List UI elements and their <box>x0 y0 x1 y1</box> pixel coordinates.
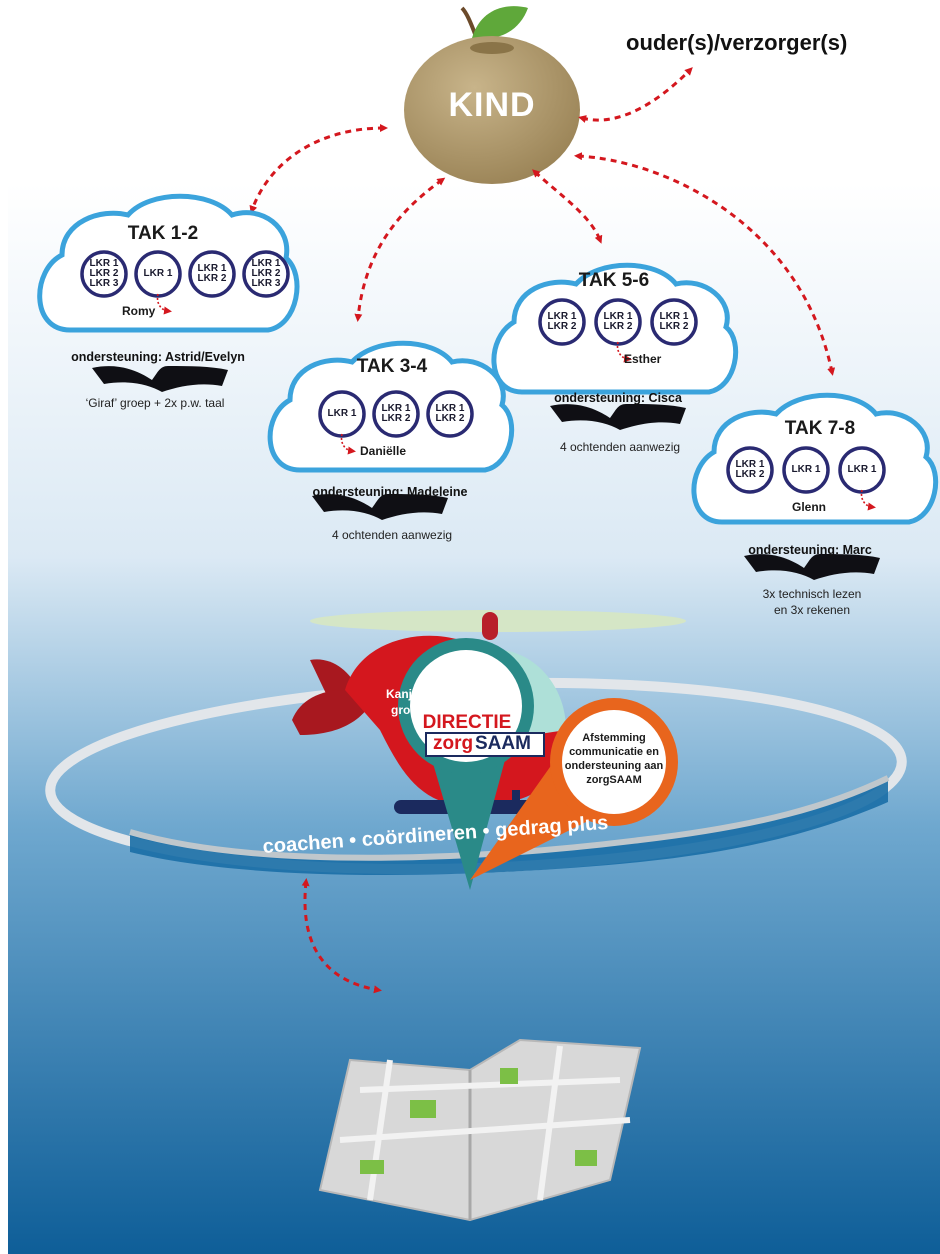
teacher-list: LKR 1 <box>328 409 357 419</box>
hands-tak12 <box>92 366 228 392</box>
teacher-list: LKR 1 <box>792 465 821 475</box>
teacher-label: LKR 2 <box>603 321 633 332</box>
teacher-circle <box>726 446 774 494</box>
helicopter-label: Kanjertraining groep 1 tm 6 <box>386 686 467 718</box>
teacher-label: LKR 1 <box>603 311 633 322</box>
afstemming-label: Afstemming communicatie en ondersteuning… <box>564 732 664 786</box>
support-person-name: Daniëlle <box>360 444 407 458</box>
arrow-kind-tak78 <box>574 152 836 376</box>
teacher-circle <box>80 250 128 298</box>
teacher-label: LKR 1 <box>251 258 281 269</box>
teacher-circle <box>372 390 420 438</box>
brand-zorg: zorg <box>433 733 474 754</box>
support-person-name: Glenn <box>792 500 827 514</box>
kind-label: KIND <box>448 86 536 124</box>
arrow-kind-parents <box>578 67 693 123</box>
teacher-label: LKR 1 <box>547 311 577 322</box>
brand-saam: SAAM <box>475 733 531 754</box>
teacher-list: LKR 1 <box>848 465 877 475</box>
teacher-label: LKR 1 <box>197 263 227 274</box>
group-title: TAK 7-8 <box>784 418 856 439</box>
support-label: ondersteuning: Marc <box>748 543 872 557</box>
teacher-label: LKR 1 <box>89 258 119 269</box>
teacher-label: LKR 1 <box>435 403 465 414</box>
teacher-label: LKR 3 <box>89 278 119 289</box>
person-arrow <box>156 293 172 315</box>
group-note-line: 3x technisch lezen <box>762 587 862 601</box>
teacher-label: LKR 2 <box>251 268 281 279</box>
teacher-label: LKR 1 <box>847 464 877 475</box>
person-arrow <box>340 433 356 455</box>
teacher-label: LKR 2 <box>435 413 465 424</box>
teacher-label: LKR 1 <box>791 464 821 475</box>
directie-label: DIRECTIE <box>422 712 512 733</box>
teacher-circle <box>538 298 586 346</box>
afstemming-pin <box>470 698 678 880</box>
helicopter-label-line-1: Kanjertraining <box>386 687 468 701</box>
teacher-label: LKR 1 <box>327 408 357 419</box>
support-label: ondersteuning: Madeleine <box>312 485 468 499</box>
support-label: ondersteuning: Astrid/Evelyn <box>71 350 245 364</box>
teacher-circle <box>650 298 698 346</box>
group-title: TAK 1-2 <box>127 223 199 244</box>
arrow-kind-tak12 <box>249 124 388 214</box>
teacher-circle <box>782 446 830 494</box>
helicopter-label-line-2: groep 1 tm 6 <box>391 703 463 717</box>
group-note: ‘Giraf’ groep + 2x p.w. taal <box>85 396 225 410</box>
apple-kind <box>404 6 580 184</box>
teacher-label: LKR 2 <box>89 268 119 279</box>
map <box>318 1038 642 1222</box>
group-title: TAK 3-4 <box>356 356 428 377</box>
ring-banner <box>130 778 888 876</box>
teacher-label: LKR 1 <box>381 403 411 414</box>
group-title: TAK 5-6 <box>578 270 650 291</box>
teacher-label: LKR 2 <box>381 413 411 424</box>
group-note-line: en 3x rekenen <box>773 603 851 617</box>
person-arrow <box>860 489 876 511</box>
teacher-label: LKR 2 <box>547 321 577 332</box>
zorgsaam-badge <box>425 732 545 757</box>
hands-tak34 <box>312 494 448 520</box>
support-person-name: Esther <box>624 352 662 366</box>
arrow-kind-tak34 <box>354 177 446 322</box>
parents-label: ouder(s)/verzorger(s) <box>626 30 848 55</box>
teacher-label: LKR 2 <box>735 469 765 480</box>
teacher-label: LKR 1 <box>143 268 173 279</box>
hands-tak78 <box>744 554 880 580</box>
group-note: 4 ochtenden aanwezig <box>331 528 453 542</box>
teacher-circle <box>188 250 236 298</box>
teacher-list: LKR 1 <box>144 269 173 279</box>
teacher-circle <box>426 390 474 438</box>
teacher-label: LKR 2 <box>197 273 227 284</box>
support-person-name: Romy <box>122 304 156 318</box>
person-arrow <box>616 341 632 363</box>
teacher-circle <box>242 250 290 298</box>
teacher-label: LKR 3 <box>251 278 281 289</box>
group-note: 4 ochtenden aanwezig <box>559 440 681 454</box>
support-label: ondersteuning: Cisca <box>554 391 682 405</box>
teacher-label: LKR 2 <box>659 321 689 332</box>
hands-tak56 <box>550 404 686 430</box>
teacher-label: LKR 1 <box>735 459 765 470</box>
teacher-label: LKR 1 <box>659 311 689 322</box>
